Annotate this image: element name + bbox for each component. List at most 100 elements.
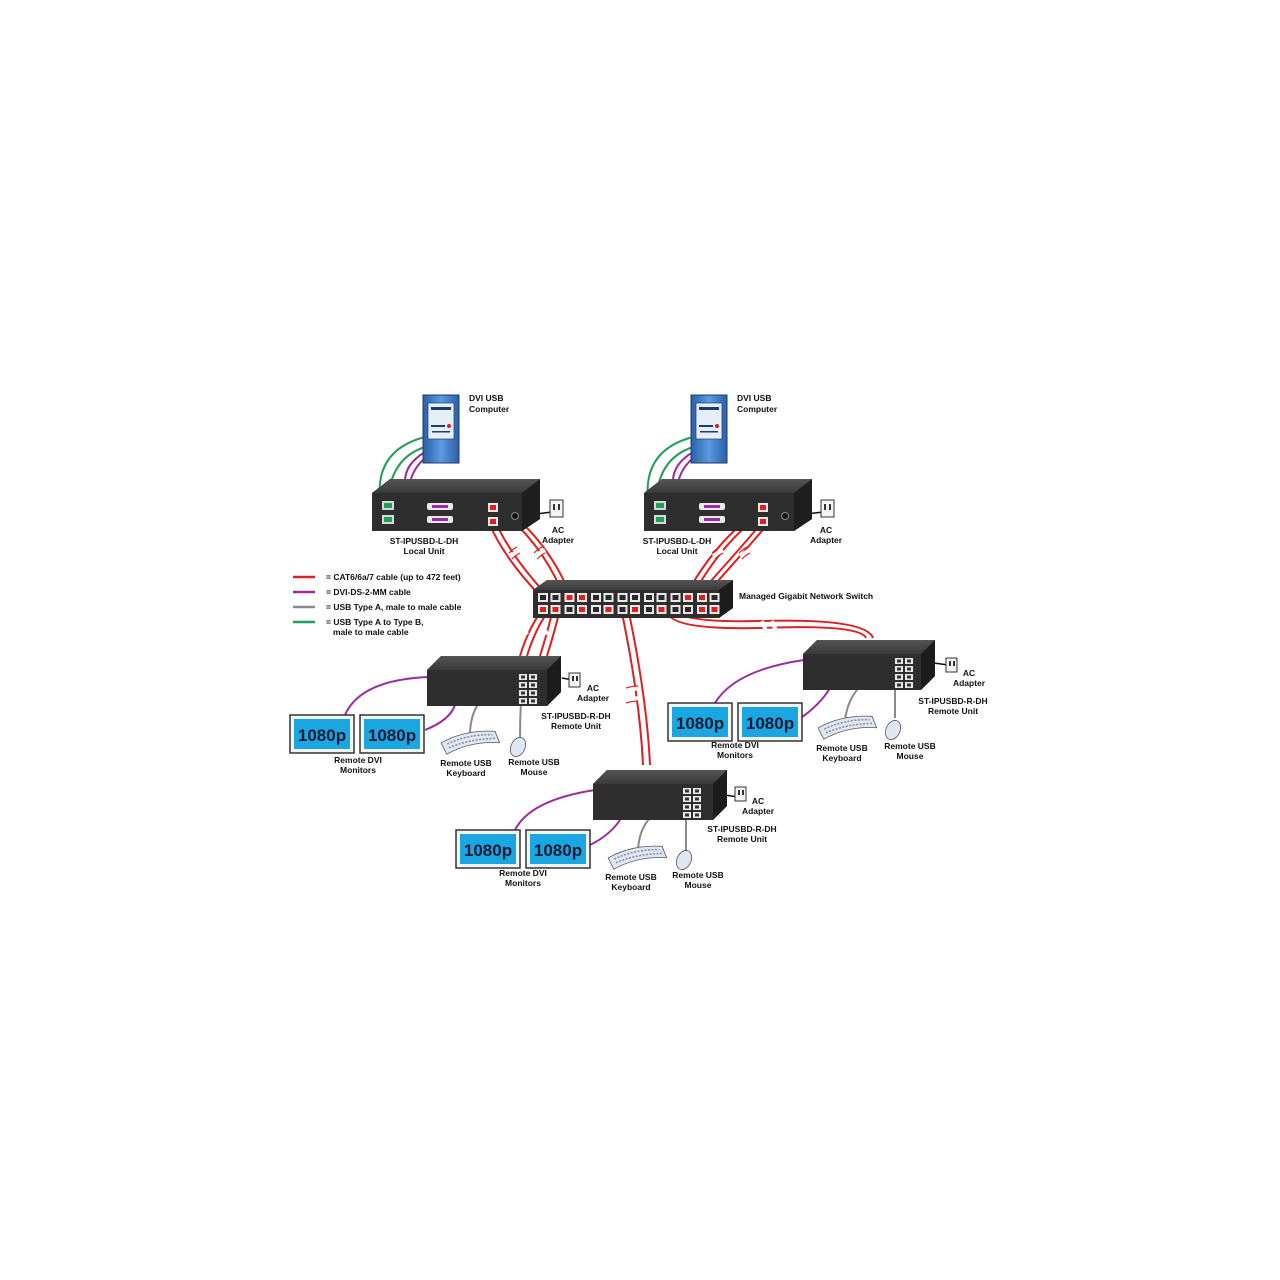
svg-text:1080p: 1080p [746,714,794,733]
svg-text:1080p: 1080p [676,714,724,733]
computer-2 [690,394,728,464]
switch-port-jack [685,595,691,600]
ac-adapter-icon [820,499,835,518]
remote-unit-left [427,656,561,706]
monitor: 1080p [525,829,591,869]
remote-ports [895,658,913,688]
remote-port-jack [907,675,911,679]
switch-port-jack [711,607,718,612]
remote-port-jack [531,683,535,687]
remote-port-jack [521,699,525,703]
legend-label: = USB Type A to Type B,male to male cabl… [326,617,424,637]
switch-port-jack [699,607,705,612]
switch-port-jack [658,607,665,612]
remote-port-jack [521,683,525,687]
remote-port-jack [521,675,525,679]
remote-unit-right [803,640,935,690]
switch-port-jack [540,595,546,600]
switch-port-jack [711,595,718,600]
switch-port-jack [632,595,638,600]
remote-ports [519,674,537,704]
switch-port-jack [699,595,705,600]
remote-port-jack [897,683,901,687]
ac-adapter-icon [734,786,747,802]
svg-text:1080p: 1080p [534,841,582,860]
ac-adapter-icon [568,672,581,688]
remote-ports [683,788,701,818]
keyboard-icon [607,845,668,870]
switch-port-jack [646,595,652,600]
switch-port-jack [552,607,559,612]
cable-break-lines [508,546,751,704]
remote-port-jack [521,691,525,695]
switch-port-jack [672,607,679,612]
remote-unit-bottom [593,770,727,820]
keyboard-icon [817,715,878,740]
svg-text:Managed Gigabit Network Switch: Managed Gigabit Network Switch [739,591,873,601]
remote-port-jack [531,699,535,703]
computer-1 [422,394,460,464]
remote-port-jack [685,813,689,817]
svg-text:1080p: 1080p [464,841,512,860]
switch-port-jack [566,595,573,600]
legend-item: = USB Type A, male to male cable [293,602,462,612]
remote-port-jack [695,789,699,793]
switch-port-jack [593,595,599,600]
network-switch [533,580,733,618]
remote-port-jack [695,797,699,801]
switch-port-jack [566,607,573,612]
legend-item: = CAT6/6a/7 cable (up to 472 feet) [293,572,461,582]
local-unit-2 [644,479,812,531]
legend-label: = USB Type A, male to male cable [326,602,462,612]
monitor: 1080p [737,702,803,742]
remote-port-jack [685,805,689,809]
remote-port-jack [907,683,911,687]
remote-port-jack [897,667,901,671]
switch-port-jack [646,607,652,612]
remote-port-jack [531,691,535,695]
remote-port-jack [897,675,901,679]
switch-port-jack [685,607,691,612]
switch-port-jack [552,595,559,600]
remote-port-jack [907,667,911,671]
remote-port-jack [531,675,535,679]
remote-port-jack [695,813,699,817]
monitor: 1080p [289,714,355,754]
remote-port-jack [897,659,901,663]
switch-port-jack [672,595,679,600]
svg-text:1080p: 1080p [298,726,346,745]
monitor: 1080p [359,714,425,754]
remote-port-jack [907,659,911,663]
mouse-icon [509,720,902,870]
switch-port-jack [579,607,585,612]
legend-item: = DVI-DS-2-MM cable [293,587,411,597]
legend-item: = USB Type A to Type B,male to male cabl… [293,617,424,637]
switch-port-jack [593,607,599,612]
switch-port-jack [605,595,612,600]
legend-label: = DVI-DS-2-MM cable [326,587,411,597]
legend-label: = CAT6/6a/7 cable (up to 472 feet) [326,572,461,582]
legend: = CAT6/6a/7 cable (up to 472 feet) = DVI-… [293,572,462,637]
ac-adapter-icon [945,657,958,673]
switch-ports [538,593,720,614]
switch-port-jack [605,607,612,612]
